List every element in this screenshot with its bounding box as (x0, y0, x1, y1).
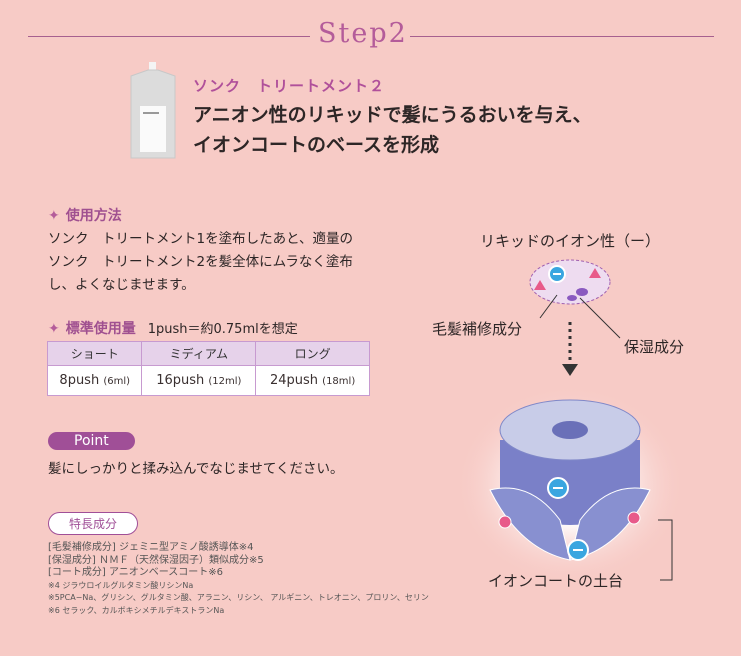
amount-table: ショートミディアムロング 8push (6ml) 16push (12ml) 2… (46, 341, 370, 396)
sparkle-icon: ✦ (48, 321, 60, 337)
usage-heading: ✦ 使用方法 (48, 205, 122, 225)
point-text: 髪にしっかりと揉み込んでなじませてください。 (48, 461, 344, 477)
usage-text: ソンク トリートメント1を塗布したあと、適量の ソンク トリートメント2を髪全体… (48, 228, 353, 297)
amount-title: 標準使用量 (65, 321, 136, 337)
plus-icon (498, 515, 512, 529)
divider-right (410, 36, 714, 37)
sparkle-icon: ✦ (48, 208, 60, 224)
features-badge: 特長成分 (48, 512, 139, 535)
usage-line: ソンク トリートメント1を塗布したあと、適量の (48, 231, 354, 247)
col-long: ロング (255, 341, 370, 366)
feature-line: [コート成分] アニオンベースコート※6 (48, 567, 224, 578)
diagram-title: リキッドのイオン性（ー） (480, 232, 661, 250)
col-short: ショート (46, 341, 143, 366)
product-pouch-image (130, 62, 176, 159)
point-badge: Point (48, 432, 135, 450)
features-notes: [毛髪補修成分] ジェミニ型アミノ酸誘導体※4 [保湿成分] ＮＭＦ（天然保湿因… (48, 542, 429, 617)
amount-note: 1push＝約0.75mlを想定 (147, 322, 298, 337)
divider-left (28, 36, 310, 37)
col-medium: ミディアム (141, 341, 257, 366)
label-repair: 毛髪補修成分 (432, 320, 523, 338)
usage-line: し、よくなじませます。 (48, 277, 195, 293)
usage-title: 使用方法 (65, 208, 122, 224)
ion-diagram (455, 259, 685, 585)
footnote: ※5PCA−Na、グリシン、グルタミン酸、アラニン、リシン、 アルギニン、トレオ… (48, 593, 429, 602)
step-title: Step2 (318, 18, 408, 49)
feature-line: [毛髪補修成分] ジェミニ型アミノ酸誘導体※4 (48, 542, 254, 553)
plus-icon (627, 511, 641, 525)
feature-line: [保湿成分] ＮＭＦ（天然保湿因子）類似成分※5 (48, 554, 264, 566)
usage-line: ソンク トリートメント2を髪全体にムラなく塗布 (48, 254, 353, 270)
cell-medium: 16push (12ml) (141, 365, 257, 396)
amount-heading: ✦ 標準使用量 1push＝約0.75mlを想定 (48, 318, 298, 338)
footnote: ※6 セラック、カルボキシメチルデキストランNa (48, 605, 225, 615)
product-name: ソンク トリートメント２ (193, 77, 386, 95)
headline-line: アニオン性のリキッドで髪にうるおいを与え、 (193, 104, 592, 126)
cell-short: 8push (6ml) (46, 365, 143, 396)
cell-long: 24push (18ml) (255, 365, 370, 396)
footnote: ※4 ジラウロイルグルタミン酸リシンNa (48, 580, 194, 590)
headline-line: イオンコートのベースを形成 (193, 134, 440, 156)
headline: アニオン性のリキッドで髪にうるおいを与え、 イオンコートのベースを形成 (193, 100, 592, 160)
label-moisture: 保湿成分 (624, 338, 685, 356)
label-base: イオンコートの土台 (488, 572, 624, 590)
